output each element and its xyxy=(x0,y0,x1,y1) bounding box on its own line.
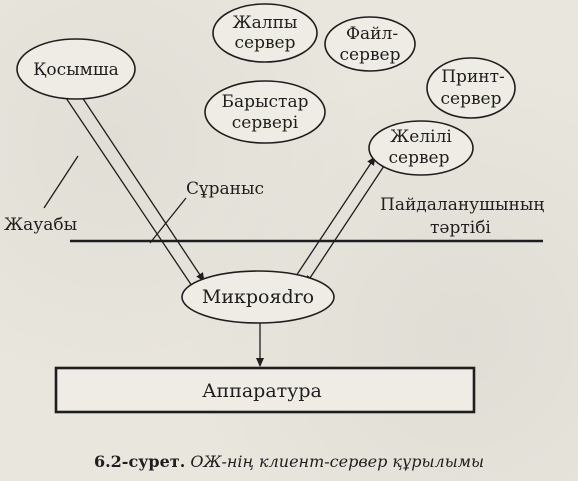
node-barystar-serveri: Барыстар сервері xyxy=(204,80,326,144)
node-zhelili-server: Желілі сервер xyxy=(368,120,474,176)
svg-text:Аппаратура: Аппаратура xyxy=(202,380,322,402)
figure-caption: 6.2-сурет. ОЖ-нің клиент-сервер құрылымы xyxy=(0,452,578,471)
node-kosymsha: Қосымша xyxy=(16,38,136,100)
leader-suranys xyxy=(149,197,187,244)
arrow-mikroyadro-to-zhelili xyxy=(293,156,376,280)
svg-text:сервер: сервер xyxy=(389,148,450,168)
caption-text: ОЖ-нің клиент-сервер құрылымы xyxy=(190,452,485,471)
node-mikroyadro: Микрояdro xyxy=(181,270,335,324)
svg-text:Желілі: Желілі xyxy=(390,127,452,147)
svg-text:Жалпы: Жалпы xyxy=(233,13,298,33)
svg-text:сервер: сервер xyxy=(441,89,502,109)
arrow-zhelili-to-mikroyadro xyxy=(305,165,385,285)
label-suranys: Сұраныс xyxy=(186,179,264,199)
svg-text:Файл-: Файл- xyxy=(346,24,398,44)
svg-text:Микрояdro: Микрояdro xyxy=(202,286,314,308)
node-fail-server: Файл- сервер xyxy=(324,16,416,72)
label-paidalanushy-line1: Пайдаланушының xyxy=(380,195,544,215)
arrow-kosymsha-to-mikroyadro xyxy=(71,81,205,282)
svg-text:сервер: сервер xyxy=(340,45,401,65)
arrow-mikroyadro-to-kosymsha xyxy=(57,85,193,287)
svg-text:Принт-: Принт- xyxy=(441,67,505,87)
svg-text:Барыстар: Барыстар xyxy=(222,92,309,112)
svg-text:сервер: сервер xyxy=(235,33,296,53)
node-apparatura: Аппаратура xyxy=(54,366,476,414)
label-zhauaby: Жауабы xyxy=(4,215,77,235)
svg-text:сервері: сервері xyxy=(232,113,299,133)
leader-zhauaby xyxy=(43,155,79,209)
node-print-server: Принт- сервер xyxy=(426,57,516,119)
node-zhalpy-server: Жалпы сервер xyxy=(212,3,318,63)
svg-text:Қосымша: Қосымша xyxy=(33,60,119,80)
label-paidalanushy-line2: тәртібі xyxy=(430,218,491,238)
caption-number: 6.2-сурет. xyxy=(93,452,186,471)
